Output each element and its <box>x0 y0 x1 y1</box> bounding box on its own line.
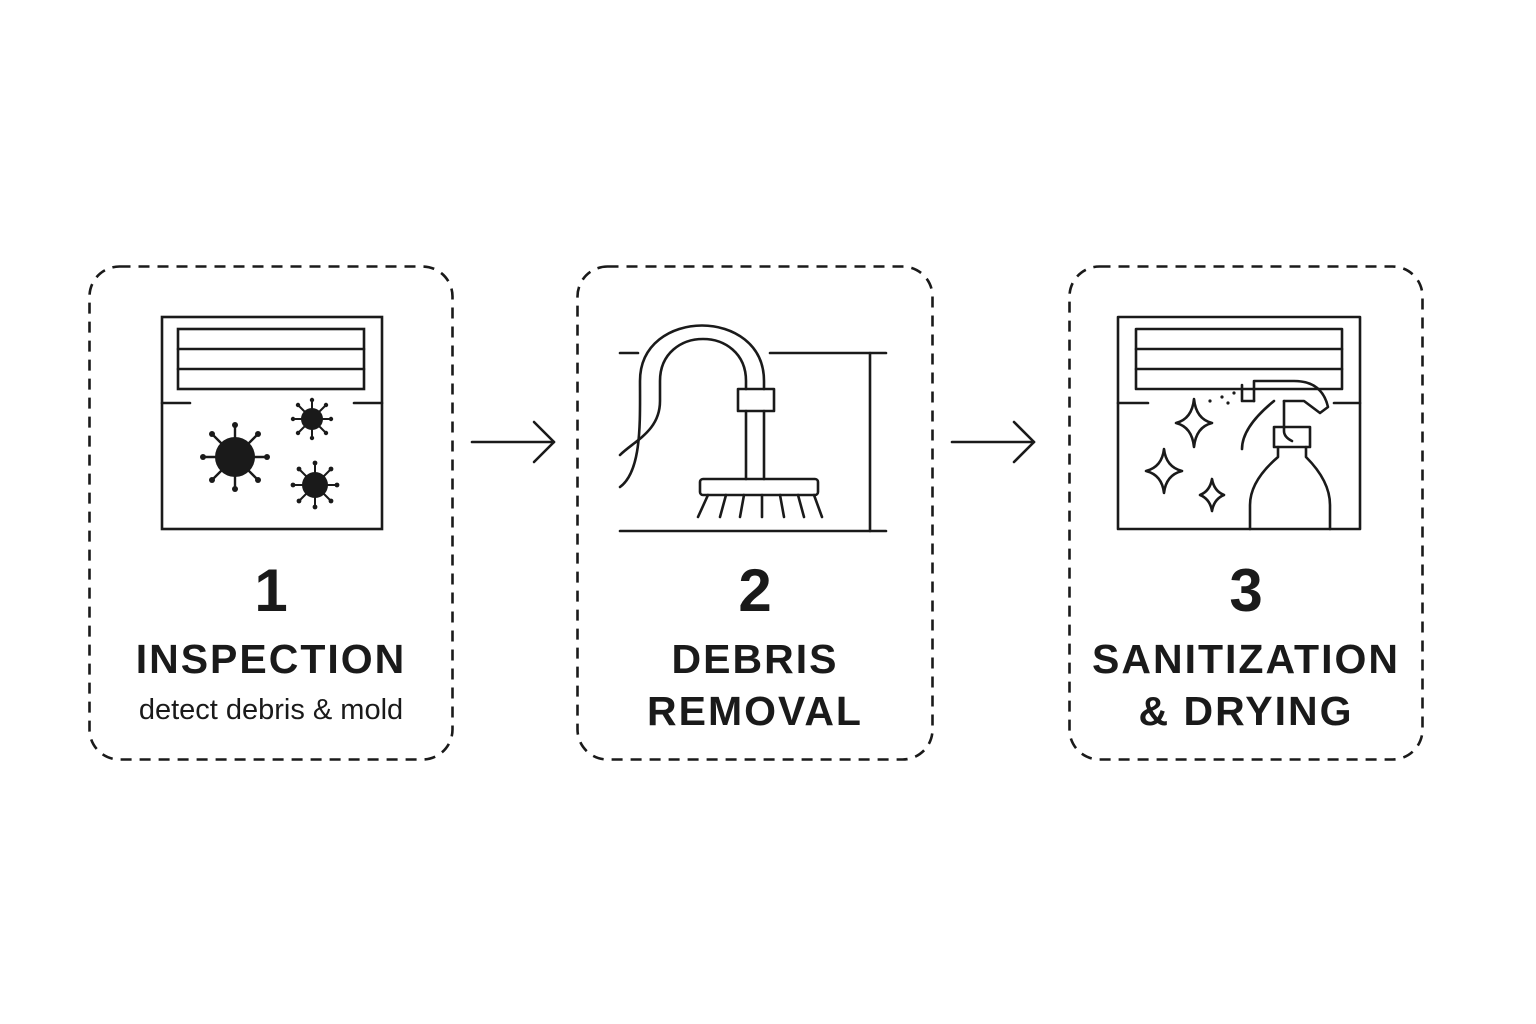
step-card-debris-removal: 2 DEBRIS REMOVAL <box>576 265 934 761</box>
dashed-card-border <box>1068 265 1424 761</box>
step-title-line: & DRYING <box>1138 688 1354 734</box>
step-title-line: DEBRIS <box>671 636 839 682</box>
step-card-inspection: 1 INSPECTION detect debris & mold <box>88 265 454 761</box>
step-number: 2 <box>738 557 772 624</box>
step-number: 1 <box>254 557 288 624</box>
dashed-card-border <box>576 265 934 761</box>
step-title-line: INSPECTION <box>135 636 407 682</box>
step-title: SANITIZATION & DRYING <box>1068 633 1424 737</box>
step-title: INSPECTION <box>88 633 454 685</box>
step-number: 3 <box>1229 557 1263 624</box>
right-arrow-icon <box>950 420 1036 464</box>
step-description: detect debris & mold <box>138 694 404 726</box>
step-card-sanitization: 3 SANITIZATION & DRYING <box>1068 265 1424 761</box>
spray-sanitize-icon <box>1116 315 1362 531</box>
step-title-line: REMOVAL <box>647 688 863 734</box>
dashed-card-border <box>88 265 454 761</box>
vent-mold-icon <box>160 315 384 531</box>
right-arrow-icon <box>470 420 556 464</box>
step-title: DEBRIS REMOVAL <box>576 633 934 737</box>
step-title-line: SANITIZATION <box>1092 636 1400 682</box>
duct-brush-icon <box>618 324 888 533</box>
